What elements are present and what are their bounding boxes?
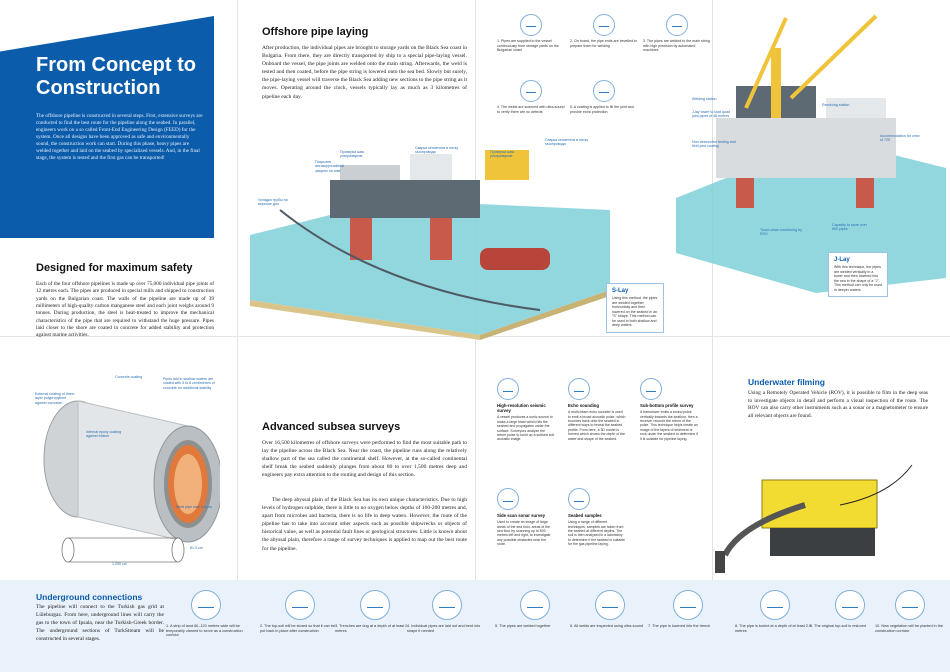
underwater-text: Using a Remotely Operated Vehicle (ROV),… — [748, 390, 928, 420]
pipelaying-text: After production, the individual pipes a… — [262, 45, 467, 100]
top-step-4: 4. The welds are scanned with ultra-soun… — [497, 80, 565, 114]
surveys-text-1: Over 16,500 kilometres of offshore surve… — [262, 440, 467, 479]
burying-icon — [760, 590, 790, 620]
surveys-text-2: The deep abyssal plain of the Black Sea … — [262, 497, 467, 552]
side-scan-icon — [497, 488, 519, 510]
bottom-step-10: 10. New vegetation will be planted in th… — [875, 590, 945, 633]
callout-welding-segments-1: Сварка сегментов в нитку газопровода — [415, 146, 459, 155]
label-concrete-coating: Concrete coating — [115, 375, 143, 379]
underground-heading: Underground connections — [36, 592, 143, 602]
label-accommodation: Accommodation for crew of 725 — [880, 134, 920, 143]
label-j-lay-tower: J-lay tower to load quad joint pipes of … — [692, 110, 731, 119]
sub-bottom-icon — [640, 378, 662, 400]
pipe-layout-icon — [432, 590, 462, 620]
coating-icon — [593, 80, 615, 102]
hero-banner — [0, 16, 214, 238]
s-lay-title: S-Lay — [612, 288, 629, 294]
j-lay-vessel-illustration — [676, 14, 946, 293]
hero-title: From Concept to Construction — [36, 54, 196, 99]
bottom-step-4: 4. Individual pipes are laid out and ben… — [407, 590, 487, 633]
ultrasound-icon — [520, 80, 542, 102]
label-pipe-diameter: 81.3 cm — [190, 546, 203, 550]
j-lay-text: With this technique, the pipes are welde… — [834, 265, 882, 292]
bottom-step-5: 5. The pipes are welded together — [495, 590, 575, 629]
safety-heading: Designed for maximum safety — [36, 262, 193, 274]
lowering-icon — [673, 590, 703, 620]
underwater-heading: Underwater filming — [748, 377, 825, 387]
label-concrete-thickness: Pipes laid in shallow waters are coated … — [163, 377, 215, 390]
rov-illustration — [715, 464, 913, 573]
callout-joint-coating: Покрытие антикоррозийной защиты на шве — [315, 160, 344, 173]
j-lay-info-box: J-Lay With this technique, the pipes are… — [828, 252, 888, 297]
bottom-step-9: 9. The original top-soil is restored — [810, 590, 890, 629]
surveys-heading: Advanced subsea surveys — [262, 421, 401, 433]
label-rov-monitoring: Touch-down monitoring by ROV — [760, 228, 802, 237]
welding-icon — [666, 14, 688, 36]
welding-icon — [520, 590, 550, 620]
hero-intro-text: The offshore pipeline is constructed in … — [36, 113, 203, 162]
bottom-step-1: 1. A strip of land 60–120 metres wide wi… — [166, 590, 246, 638]
label-ndt-coating: Non-destructive testing and field joint … — [692, 140, 736, 149]
clearing-icon — [191, 590, 221, 620]
callout-ultrasound-check-2: Проверка шва ультразвуком — [490, 150, 514, 159]
topsoil-icon — [285, 590, 315, 620]
echo-sounder-icon — [568, 378, 590, 400]
bevel-icon — [593, 14, 615, 36]
pipelaying-heading: Offshore pipe laying — [262, 26, 369, 38]
vegetation-icon — [895, 590, 925, 620]
bottom-step-6: 6. All welds are inspected using ultra-s… — [570, 590, 650, 629]
callout-ultrasound-check-1: Проверка шва ультразвуком — [340, 150, 364, 159]
label-pipe-length: 1,200 cm — [112, 562, 127, 566]
callout-pipe-to-seabed: Укладка трубы на морское дно — [258, 198, 288, 207]
label-welding-station: Welding station — [692, 97, 717, 101]
label-pipe-capacity: Capacity to store over 600 pipes — [832, 223, 867, 232]
bottom-step-3: 3. Trenches are dug at a depth of at lea… — [335, 590, 415, 633]
s-lay-text: Using this method, the pipes are welded … — [612, 296, 658, 327]
s-lay-info-box: S-Lay Using this method, the pipes are w… — [606, 283, 664, 333]
label-revolving-station: Revolving station — [822, 103, 850, 107]
restore-topsoil-icon — [835, 590, 865, 620]
bottom-step-8: 8. The pipe is buried at a depth of at l… — [735, 590, 815, 633]
top-step-2: 2. On board, the pipe ends are bevelled … — [570, 14, 638, 48]
sample-icon — [568, 488, 590, 510]
underground-text: The pipeline will connect to the Turkish… — [36, 604, 164, 642]
top-step-1: 1. Pipes are supplied to the vessel cont… — [497, 14, 565, 53]
label-external-coating: External coating of three-layer polyprop… — [35, 392, 76, 405]
j-lay-title: J-Lay — [834, 257, 850, 263]
label-epoxy-coating: Internal epoxy coating against friction — [86, 430, 122, 439]
supply-ship-icon — [520, 14, 542, 36]
excavator-icon — [360, 590, 390, 620]
top-step-3: 3. The pipes are welded to the main stri… — [643, 14, 711, 53]
top-step-5: 5. A coating is applied to fill the join… — [570, 80, 638, 114]
pipe-cross-section-illustration — [43, 400, 220, 563]
bottom-step-2: 2. The top-soil will be stored so that i… — [260, 590, 340, 633]
bottom-step-7: 7. The pipe is lowered into the trench — [648, 590, 728, 629]
ultrasound-icon — [595, 590, 625, 620]
safety-text: Each of the four offshore pipelines is m… — [36, 281, 214, 339]
underground-panel — [0, 580, 950, 672]
callout-welding-segments-2: Сварка сегментов в нитку газопровода — [545, 138, 589, 147]
s-lay-vessel-illustration — [250, 150, 610, 340]
label-steel-wall: Steel pipe wall: 3.9 cm — [176, 505, 212, 509]
seismic-icon — [497, 378, 519, 400]
